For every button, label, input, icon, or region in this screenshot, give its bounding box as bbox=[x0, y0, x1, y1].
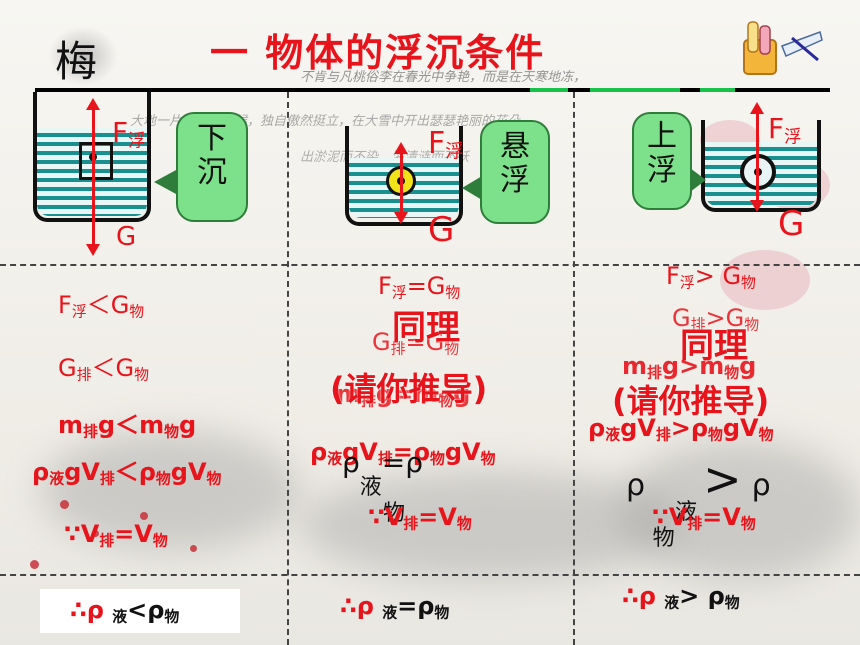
relation-line: F浮＜G物 bbox=[58, 291, 145, 321]
state-label: 沉 bbox=[197, 155, 227, 190]
arrow-down-icon bbox=[394, 212, 408, 224]
gravity-label: G bbox=[428, 210, 455, 250]
blossom-dot bbox=[140, 512, 148, 520]
conclusion-line: ∴ρ 液=ρ物 bbox=[340, 592, 450, 622]
relation-line: G排＜G物 bbox=[58, 354, 149, 384]
buoyancy-label: F浮 bbox=[768, 112, 802, 148]
conclusion-line: ∴ρ 液<ρ物 bbox=[70, 596, 180, 626]
ghost-equation: ρ液=ρ物 bbox=[342, 446, 424, 526]
conclusion-line: ∴ρ 液> ρ物 bbox=[622, 582, 740, 612]
rule-accent bbox=[590, 88, 680, 92]
callout-pointer bbox=[154, 170, 176, 194]
ink-mountain bbox=[620, 440, 860, 580]
ink-mountain bbox=[40, 430, 300, 550]
volume-line: ∵V排=V物 bbox=[368, 503, 472, 533]
relation-line: ρ液gV排=ρ物gV物 bbox=[310, 438, 496, 468]
relation-line: m排g=m物g bbox=[336, 380, 471, 410]
title-rule bbox=[35, 88, 830, 92]
arrow-up-icon bbox=[750, 102, 764, 114]
arrow-down-icon bbox=[750, 200, 764, 212]
gravity-label: G bbox=[778, 204, 805, 244]
gravity-label: G bbox=[116, 222, 137, 252]
state-label: 浮 bbox=[500, 163, 530, 198]
relation-line: ρ液gV排>ρ物gV物 bbox=[588, 414, 774, 444]
state-callout: 下沉 bbox=[176, 112, 248, 222]
overlay-subheading: (请你推导) bbox=[612, 382, 770, 420]
overlay-subheading: (请你推导) bbox=[330, 370, 488, 408]
ink-splash bbox=[48, 26, 118, 86]
state-label: 浮 bbox=[647, 153, 677, 188]
buoyancy-label: F浮 bbox=[428, 126, 464, 163]
blossom-decoration bbox=[720, 250, 810, 310]
poem-line: 不肯与凡桃俗李在春光中争艳，而是在天寒地冻， bbox=[300, 70, 587, 85]
relation-line: m排g>m物g bbox=[622, 352, 757, 382]
force-arrow bbox=[756, 110, 759, 206]
relation-line: m排g＜m物g bbox=[58, 411, 197, 441]
column-divider bbox=[287, 92, 289, 645]
blossom-dot bbox=[60, 500, 69, 509]
overlay-heading: 同理 bbox=[680, 326, 748, 366]
state-label: 下 bbox=[197, 121, 227, 156]
state-callout: 上浮 bbox=[632, 112, 692, 210]
stationery-icon bbox=[738, 16, 824, 88]
row-divider bbox=[0, 264, 860, 266]
buoyancy-label: F浮 bbox=[112, 116, 146, 152]
conclusion-box bbox=[40, 589, 240, 633]
arrow-up-icon bbox=[86, 98, 100, 110]
blossom-dot bbox=[30, 560, 39, 569]
callout-pointer bbox=[690, 168, 706, 192]
state-label: 上 bbox=[647, 119, 677, 154]
rule-accent bbox=[700, 88, 735, 92]
column-divider bbox=[573, 92, 575, 645]
beaker bbox=[345, 126, 463, 226]
ghost-equation: ρ液>ρ物 bbox=[626, 452, 771, 551]
relation-line: F浮=G物 bbox=[378, 272, 461, 302]
rule-accent bbox=[530, 88, 568, 92]
relation-line: F浮> G物 bbox=[666, 262, 756, 292]
volume-line: ∵V排=V物 bbox=[652, 503, 756, 533]
sinking-block bbox=[79, 142, 113, 180]
state-label: 悬 bbox=[500, 129, 530, 164]
relation-line: G排=G物 bbox=[372, 328, 460, 358]
relation-line: G排>G物 bbox=[672, 304, 760, 334]
overlay-heading: 同理 bbox=[392, 308, 460, 348]
volume-line: ∵V排=V物 bbox=[64, 520, 168, 550]
force-arrow bbox=[92, 106, 95, 246]
arrow-up-icon bbox=[394, 142, 408, 154]
force-arrow bbox=[400, 150, 403, 220]
calligraphy-char: 梅 bbox=[55, 37, 98, 86]
callout-pointer bbox=[462, 176, 482, 200]
row-divider bbox=[0, 574, 860, 576]
state-callout: 悬浮 bbox=[480, 120, 550, 224]
relation-line: ρ液gV排＜ρ物gV物 bbox=[32, 458, 222, 488]
blossom-dot bbox=[190, 545, 197, 552]
arrow-down-icon bbox=[86, 244, 100, 256]
page-title: 一 物体的浮沉条件 bbox=[210, 31, 546, 75]
ink-mountain bbox=[300, 470, 680, 580]
blossom-dot bbox=[92, 530, 99, 537]
